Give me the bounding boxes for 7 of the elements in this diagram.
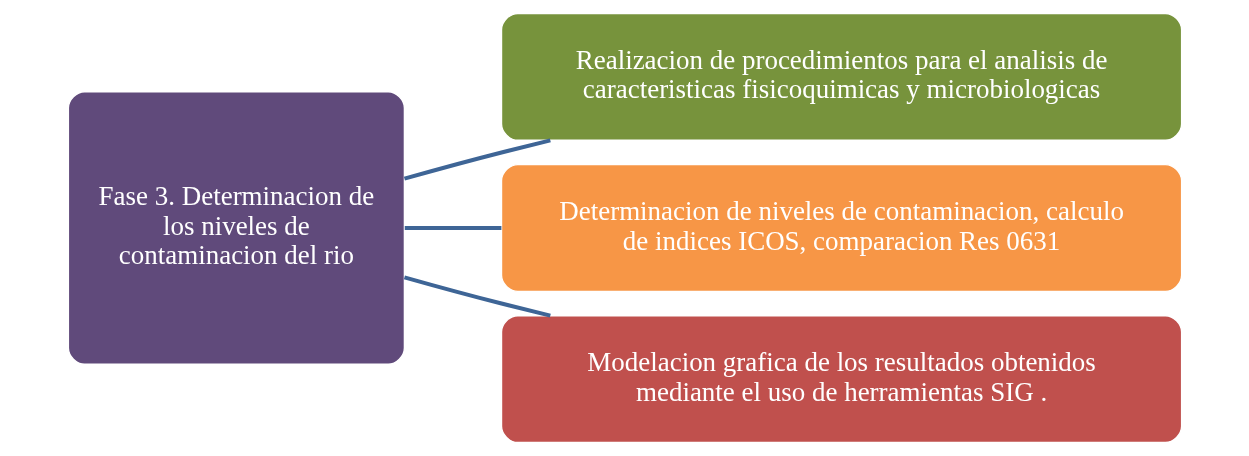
node-box: Realizacion de procedimientos para el analisis de caracteristicas fisicoquimicas y microbiologicas xyxy=(500,12,1182,141)
node-box: Determinacion de niveles de contaminacion, calculo de indices ICOS, comparacion Res 0631 xyxy=(500,163,1182,293)
node-box: Fase 3. Determinacion de los niveles de contaminacion del rio xyxy=(67,91,405,365)
connector xyxy=(404,225,501,231)
connector xyxy=(403,138,551,181)
node-box: Modelacion grafica de los resultados obtenidos mediante el uso de herramientas SIG . xyxy=(500,315,1182,444)
connector xyxy=(403,275,551,318)
